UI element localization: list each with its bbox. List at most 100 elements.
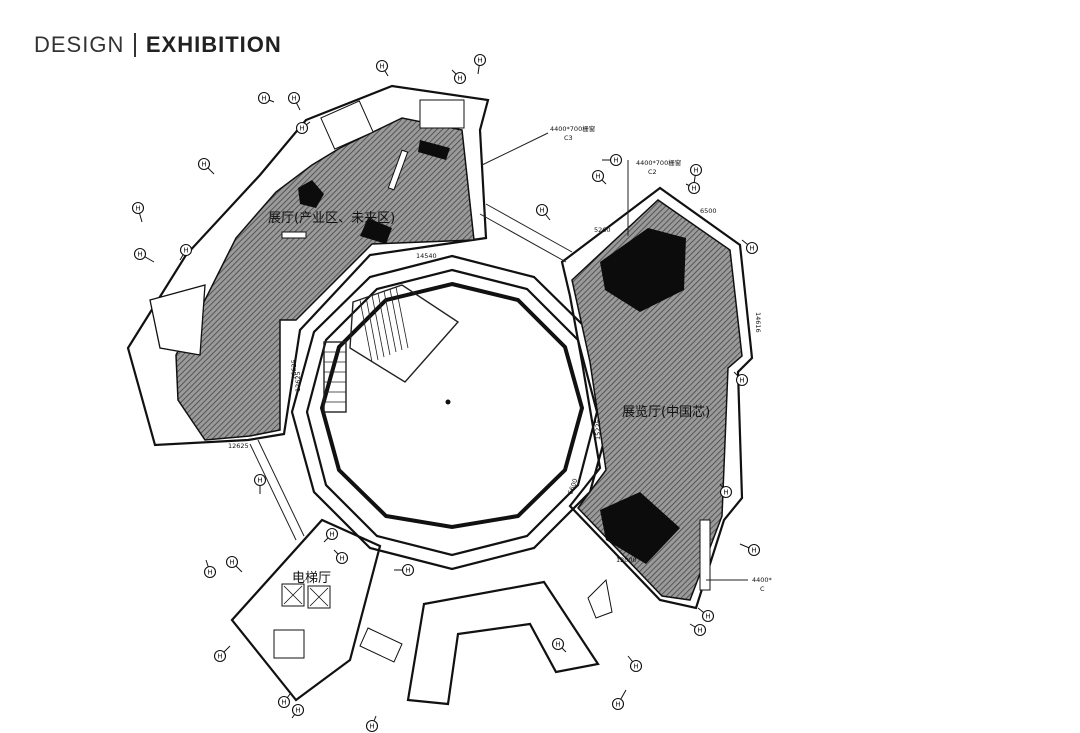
section-tag-13: H <box>602 153 623 167</box>
svg-text:H: H <box>615 701 620 709</box>
east-hall-display-2 <box>600 492 680 564</box>
west-hall-floor <box>175 117 475 441</box>
svg-text:H: H <box>329 531 334 539</box>
section-tag-24: H <box>333 549 349 565</box>
dim-1: 14540 <box>416 252 437 260</box>
section-tag-28: H <box>213 645 231 663</box>
elevator-hall-label: 电梯厅 <box>292 571 331 586</box>
section-tag-10: H <box>133 247 155 263</box>
svg-text:H: H <box>739 377 744 385</box>
dim-6: 12000 <box>616 556 637 564</box>
c3-spec: 4400*700栅窗 <box>550 124 595 133</box>
section-tag-18: H <box>719 483 733 499</box>
dim-9: 6500 <box>700 207 717 215</box>
svg-text:H: H <box>697 627 702 635</box>
annotations: 4400*700栅窗 C3 4400*700栅窗 C2 4400* C <box>481 124 773 593</box>
svg-text:H: H <box>457 75 462 83</box>
section-tag-34: H <box>365 715 379 733</box>
svg-text:H: H <box>295 707 300 715</box>
west-hall-bench <box>387 149 409 191</box>
corridors <box>249 203 573 541</box>
section-tag-31: H <box>551 637 567 653</box>
svg-text:H: H <box>613 157 618 165</box>
west-service-room <box>149 284 206 356</box>
svg-text:H: H <box>555 641 560 649</box>
camera-symbols <box>359 578 613 663</box>
svg-text:H: H <box>183 247 188 255</box>
svg-text:H: H <box>693 167 698 175</box>
section-tag-3: H <box>473 53 487 75</box>
svg-text:H: H <box>281 699 286 707</box>
c2-spec: 4400*700栅窗 <box>636 158 681 167</box>
section-tag-27: H <box>203 559 217 579</box>
section-tag-9: H <box>179 243 193 261</box>
svg-text:H: H <box>207 569 212 577</box>
svg-text:H: H <box>477 57 482 65</box>
stair-treads <box>359 286 409 363</box>
atrium-center-point <box>445 399 451 405</box>
dim-10: 12625 <box>228 442 249 450</box>
header-exhibition: EXHIBITION <box>145 32 282 57</box>
svg-text:H: H <box>705 613 710 621</box>
svg-text:H: H <box>137 251 142 259</box>
section-tag-12: H <box>591 169 607 185</box>
header-divider <box>134 33 136 57</box>
west-stair-1 <box>320 100 374 150</box>
section-tag-20: H <box>697 607 715 623</box>
section-tag-7: H <box>197 157 215 175</box>
se-code: C <box>760 585 765 593</box>
section-tag-14: H <box>689 163 703 185</box>
section-tag-8: H <box>131 201 145 223</box>
section-tag-30: H <box>291 703 305 719</box>
east-hall: 展览厅(中国芯) <box>560 186 754 610</box>
section-tag-6: H <box>295 121 311 135</box>
svg-text:H: H <box>257 477 262 485</box>
section-tag-15: H <box>685 181 701 195</box>
section-tag-21: H <box>689 623 707 637</box>
svg-text:H: H <box>539 207 544 215</box>
section-tag-2: H <box>451 69 467 85</box>
section-tag-32: H <box>611 689 627 711</box>
elevator-hall-wall <box>230 518 382 702</box>
section-tag-29: H <box>277 693 291 709</box>
elevator-hall: 电梯厅 <box>230 518 382 702</box>
svg-text:H: H <box>723 489 728 497</box>
section-tag-5: H <box>287 91 301 111</box>
section-tag-17: H <box>733 371 749 387</box>
section-tag-11: H <box>535 203 551 221</box>
se-spec: 4400* <box>752 576 773 584</box>
svg-text:H: H <box>749 245 754 253</box>
dim-3: 16625 <box>290 359 298 380</box>
section-tag-4: H <box>257 91 275 105</box>
atrium-inner-ring <box>319 281 585 530</box>
dim-4: 15225 <box>594 419 602 440</box>
c3-code: C3 <box>564 134 573 142</box>
c2-code: C2 <box>648 168 657 176</box>
central-atrium <box>290 254 614 571</box>
west-hall-display-3 <box>360 218 392 244</box>
west-hall-counter <box>281 231 307 239</box>
east-hall-label: 展览厅(中国芯) <box>622 404 710 420</box>
south-lobby-wall <box>406 580 600 706</box>
svg-text:H: H <box>633 663 638 671</box>
svg-text:H: H <box>339 555 344 563</box>
west-hall-display-1 <box>298 180 324 208</box>
elevator-cross-marks <box>283 585 329 607</box>
svg-text:H: H <box>201 161 206 169</box>
svg-text:H: H <box>135 205 140 213</box>
svg-text:H: H <box>379 63 384 71</box>
dim-8: 5260 <box>594 226 611 234</box>
section-tag-1: H <box>375 59 389 77</box>
svg-text:H: H <box>405 567 410 575</box>
elevator-hall-stair <box>273 629 305 659</box>
west-hall-label: 展厅(产业区、未来区) <box>268 211 395 226</box>
section-tag-23: H <box>323 527 339 543</box>
west-hall: 展厅(产业区、未来区) <box>126 84 490 447</box>
atrium-mid-ring <box>305 268 599 557</box>
west-stair-2 <box>419 99 465 129</box>
ramp-stair <box>323 341 347 413</box>
section-tag-19: H <box>739 543 761 557</box>
svg-text:H: H <box>229 559 234 567</box>
